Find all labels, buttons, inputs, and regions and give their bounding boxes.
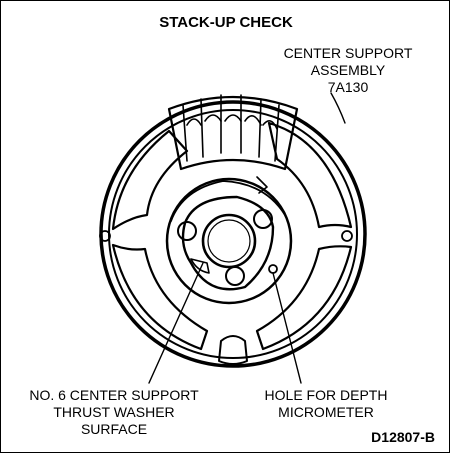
leader-thrust-washer xyxy=(148,262,204,384)
hub-triangular-flange xyxy=(181,195,275,291)
web-upper-left xyxy=(111,129,189,231)
hub-center-bore xyxy=(201,213,257,269)
outer-rim-inner-edge xyxy=(108,109,358,359)
label-line: HOLE FOR DEPTH xyxy=(264,387,388,403)
web-lower-right xyxy=(255,245,353,351)
label-line: THRUST WASHER xyxy=(53,404,175,420)
depth-micrometer-hole xyxy=(268,264,278,274)
bolt-hole-right xyxy=(253,209,273,229)
hub-center-bore-inner xyxy=(207,219,251,263)
label-line: NO. 6 CENTER SUPPORT xyxy=(29,387,199,403)
label-line: ASSEMBLY xyxy=(310,62,386,78)
label-center-support-assembly: CENTER SUPPORT ASSEMBLY 7A130 xyxy=(253,45,443,96)
diagram-title: STACK-UP CHECK xyxy=(159,14,293,31)
bolt-hole-left xyxy=(177,221,197,241)
rim-boss xyxy=(218,335,248,365)
hub-ledge xyxy=(170,180,286,222)
rim-notch-top-right xyxy=(256,176,268,194)
label-line: 7A130 xyxy=(327,79,369,95)
rim-pin-right xyxy=(341,230,353,242)
fin-housing xyxy=(167,95,299,171)
rim-pin-left xyxy=(99,230,111,242)
leader-center-support xyxy=(330,92,346,124)
hub-outer xyxy=(165,177,293,305)
label-line: MICROMETER xyxy=(278,404,374,420)
label-depth-micrometer-hole: HOLE FOR DEPTH MICROMETER xyxy=(231,387,421,421)
thrust-washer-surface xyxy=(190,258,210,274)
bolt-hole-bottom xyxy=(225,266,245,286)
leader-depth-hole xyxy=(272,272,302,384)
figure-id: D12807-B xyxy=(371,429,435,445)
label-line: SURFACE xyxy=(80,421,148,437)
fin-bumps xyxy=(186,114,278,130)
label-line: CENTER SUPPORT xyxy=(283,45,413,61)
label-thrust-washer-surface: NO. 6 CENTER SUPPORT THRUST WASHER SURFA… xyxy=(9,387,219,438)
fin-1 xyxy=(182,94,280,162)
web-upper-right xyxy=(267,121,353,229)
outer-rim xyxy=(99,100,367,368)
web-lower-left xyxy=(111,243,209,351)
